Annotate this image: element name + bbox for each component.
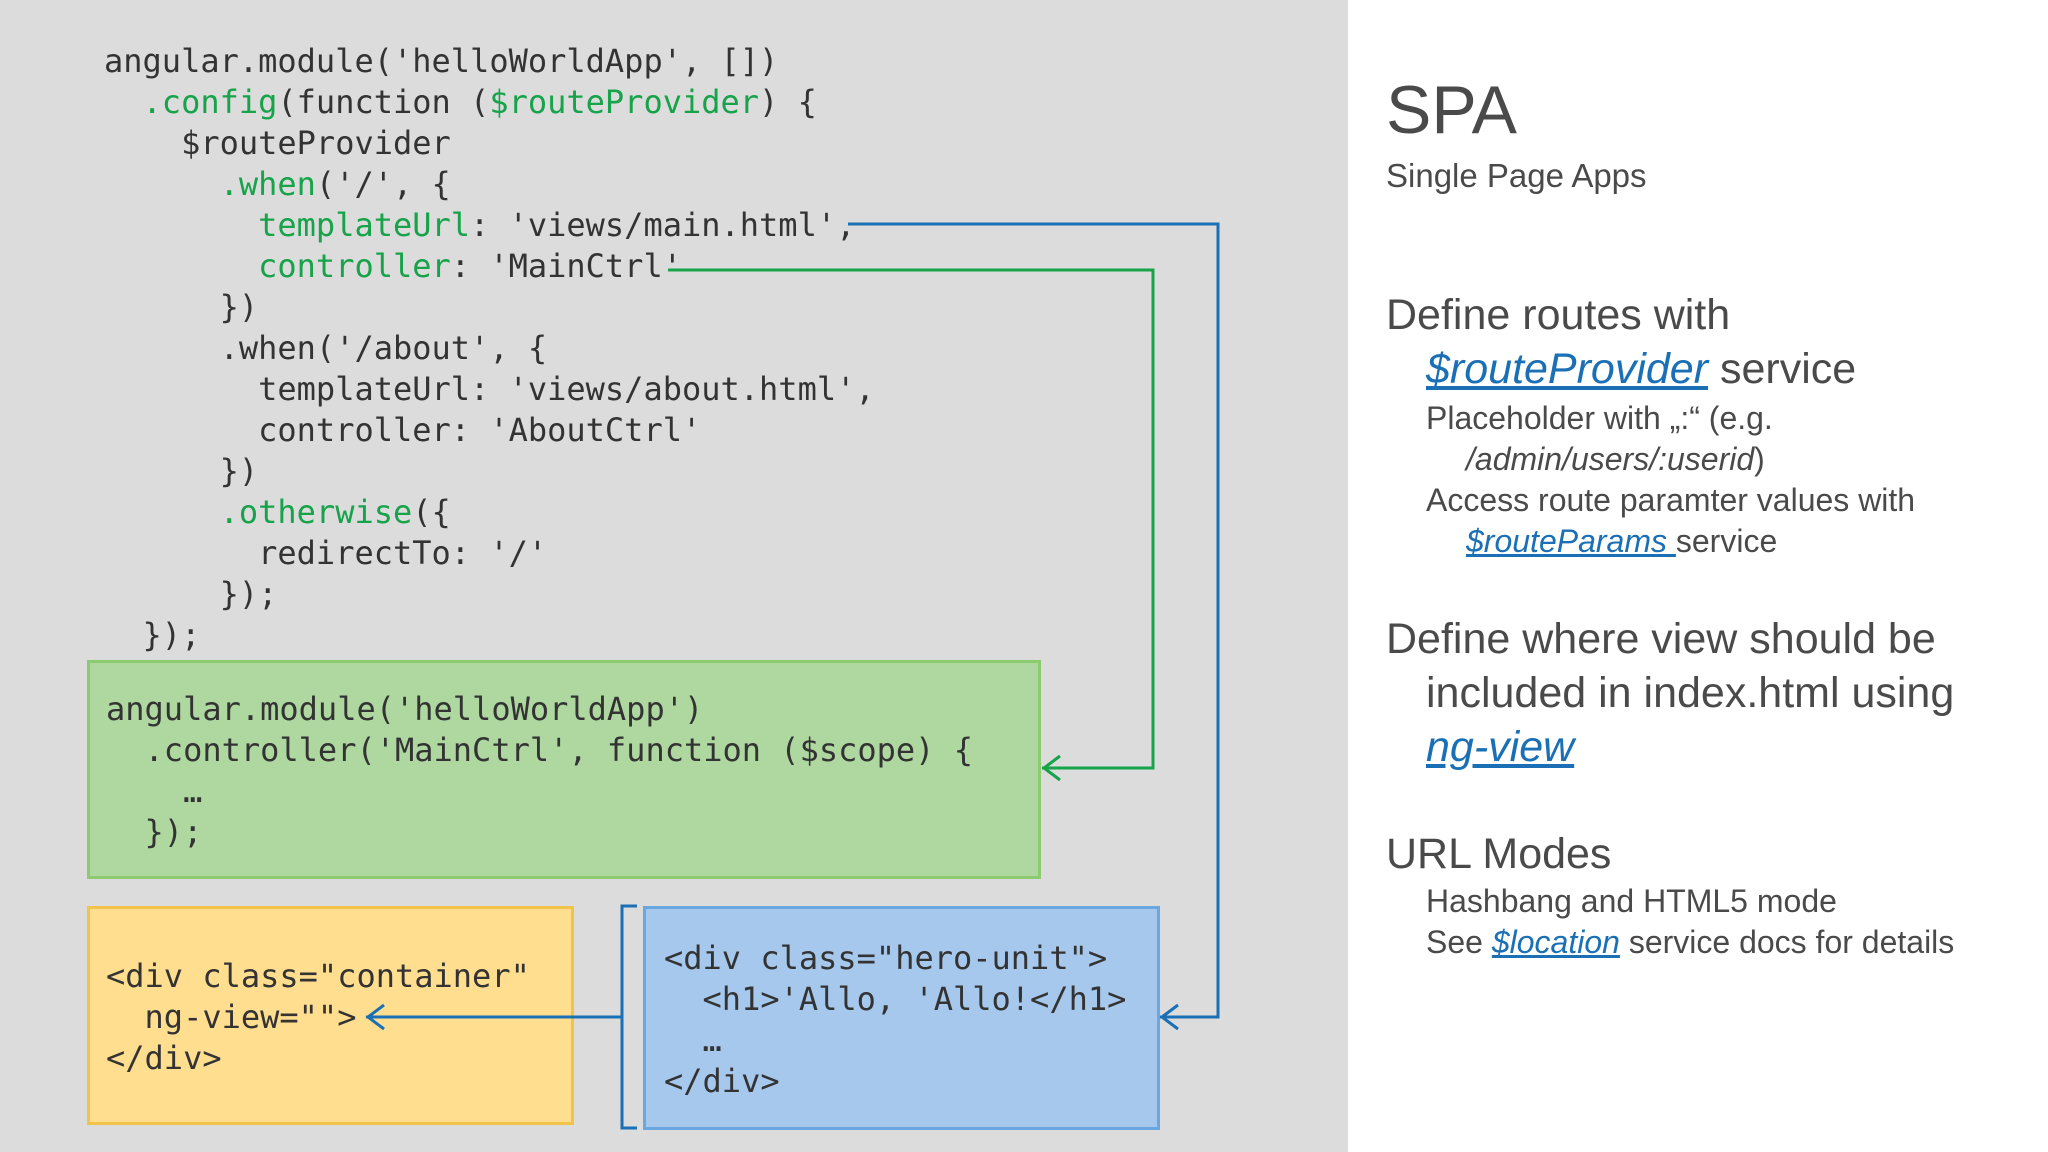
slide-text-panel: SPA Single Page Apps Define routes with …: [1348, 0, 2048, 1152]
route-params-line: $routeParams service: [1466, 523, 1778, 559]
url-modes-heading: URL Modes: [1386, 830, 1612, 878]
arrow-head-icon: [1041, 754, 1061, 782]
code-line: });: [106, 813, 203, 851]
routes-heading: Define routes with: [1386, 291, 1731, 339]
view-bracket: [620, 904, 637, 1130]
location-docs-line: See $location service docs for details: [1426, 924, 1955, 960]
code-line: .otherwise({: [219, 493, 451, 531]
code-panel: angular.module('helloWorldApp', []) .con…: [0, 0, 1348, 1152]
code-line: });: [104, 575, 278, 613]
controller-code-box: angular.module('helloWorldApp') .control…: [87, 660, 1041, 879]
route-params-link[interactable]: $routeParams: [1466, 523, 1676, 559]
code-line: .controller('MainCtrl', function ($scope…: [106, 731, 973, 769]
slide-title: SPA: [1386, 72, 1518, 148]
access-params-line: Access route paramter values with: [1426, 482, 1916, 518]
route-provider-link[interactable]: $routeProvider: [1426, 345, 1709, 393]
index-html-box: <div class="container" ng-view=""> </div…: [87, 906, 574, 1125]
slide-subtitle: Single Page Apps: [1386, 157, 1647, 194]
templateurl-connector: [848, 222, 1220, 1019]
code-line: controller: 'AboutCtrl': [104, 411, 702, 449]
code-line: templateUrl: 'views/about.html',: [104, 370, 875, 408]
code-line: …: [664, 1021, 722, 1059]
code-line: angular.module('helloWorldApp', []): [104, 42, 779, 80]
routes-heading-line2: $routeProvider service: [1426, 345, 1857, 393]
ng-view-line: ng-view: [1426, 720, 1574, 774]
code-line: .when('/', {: [219, 165, 451, 203]
arrow-head-icon: [1159, 1003, 1179, 1031]
code-line: }): [104, 452, 259, 490]
code-line: $routeProvider: [104, 124, 451, 162]
code-line: </div>: [106, 1039, 222, 1077]
view-heading-line2: included in index.html using: [1426, 669, 1955, 717]
code-line: ng-view="">: [106, 998, 357, 1036]
location-link[interactable]: $location: [1491, 924, 1620, 960]
code-line: <h1>'Allo, 'Allo!</h1>: [664, 980, 1127, 1018]
placeholder-example: /admin/users/:userid): [1466, 441, 1765, 477]
view-heading: Define where view should be: [1386, 615, 1936, 663]
view-template-box: <div class="hero-unit"> <h1>'Allo, 'Allo…: [643, 906, 1160, 1130]
code-line: <div class="container": [106, 957, 530, 995]
code-line: </div>: [664, 1062, 780, 1100]
code-line: });: [104, 616, 201, 654]
code-line: redirectTo: '/': [104, 534, 548, 572]
code-line: …: [106, 772, 203, 810]
code-line: <div class="hero-unit">: [664, 939, 1108, 977]
code-line: angular.module('helloWorldApp'): [106, 690, 704, 728]
placeholder-line: Placeholder with „:“ (e.g.: [1426, 400, 1773, 436]
code-line: controller: 'MainCtrl': [258, 247, 682, 285]
code-line: .config(function ($routeProvider) {: [142, 83, 817, 121]
ng-view-link[interactable]: ng-view: [1426, 723, 1575, 771]
code-line: }): [104, 288, 259, 326]
code-line: .when('/about', {: [104, 329, 548, 367]
code-line: templateUrl: 'views/main.html',: [258, 206, 856, 244]
url-modes-line: Hashbang and HTML5 mode: [1426, 883, 1837, 919]
